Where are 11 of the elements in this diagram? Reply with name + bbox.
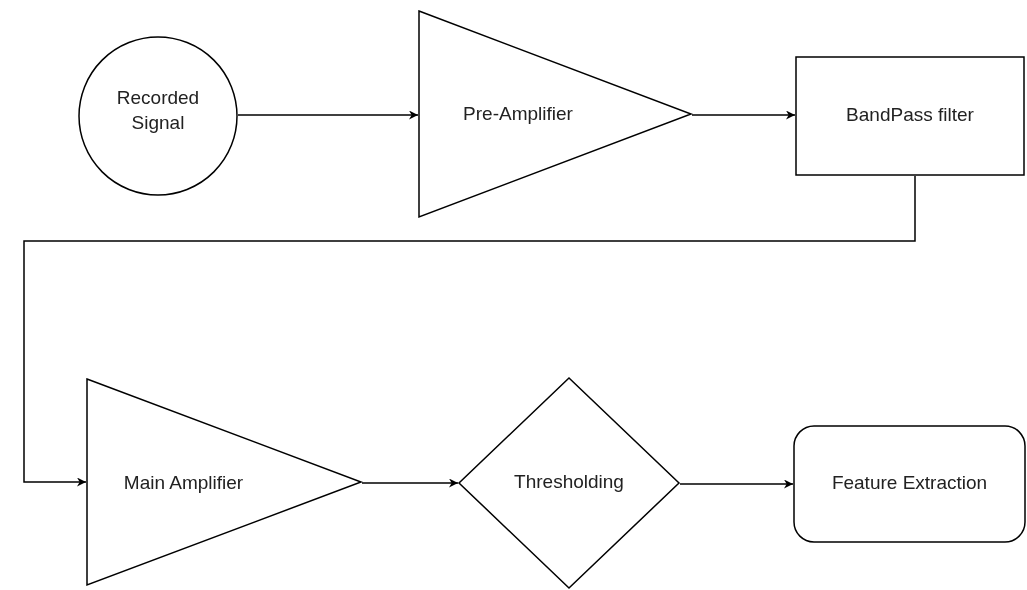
node-label: Thresholding <box>513 470 625 494</box>
node-label: Pre-Amplifier <box>462 102 574 126</box>
node-label: Feature Extraction <box>830 471 989 495</box>
node-label: BandPass filter <box>845 103 975 127</box>
arrow <box>361 478 459 488</box>
arrow <box>237 110 419 120</box>
arrow <box>679 479 794 489</box>
arrow <box>691 110 796 120</box>
node-label: Recorded Signal <box>115 86 201 135</box>
node-label: Main Amplifier <box>122 471 245 495</box>
arrow <box>23 175 916 487</box>
